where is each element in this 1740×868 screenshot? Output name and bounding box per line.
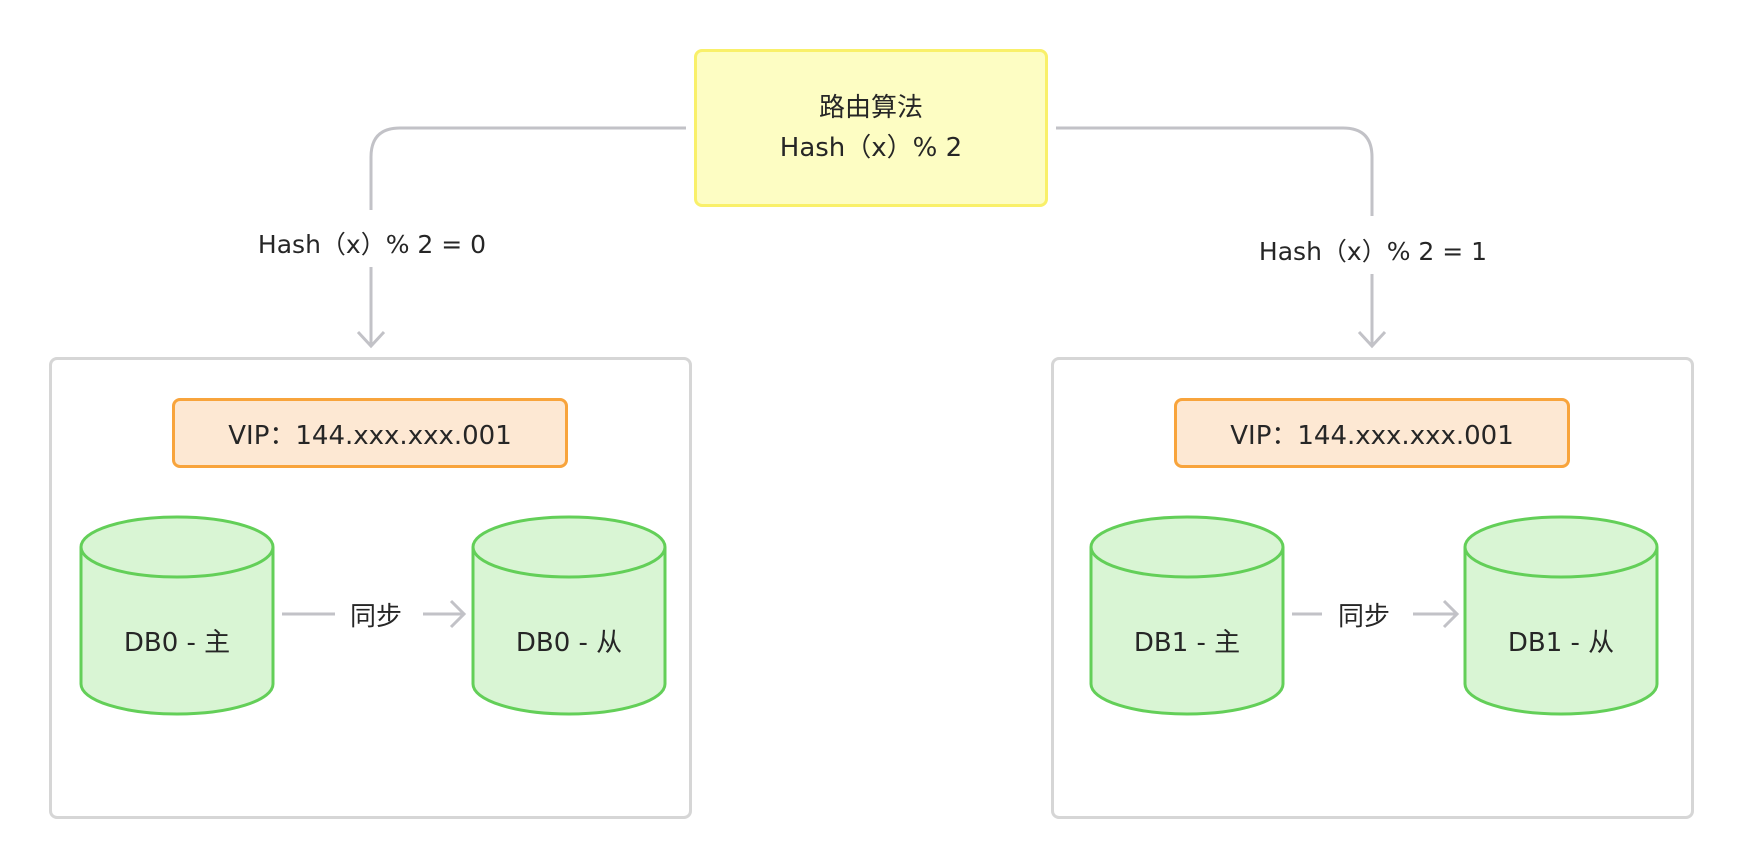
vip-box-0: VIP：144.xxx.xxx.001: [172, 398, 568, 468]
router-title: 路由算法: [818, 93, 923, 123]
database-cylinder-db0-slave: [471, 515, 667, 716]
db0-slave-label: DB0 - 从: [515, 628, 623, 658]
branch-label-right: Hash（x）% 2 = 1: [1258, 237, 1488, 266]
connector-right: [1056, 126, 1374, 346]
vip-box-1: VIP：144.xxx.xxx.001: [1174, 398, 1570, 468]
db1-master-label: DB1 - 主: [1133, 628, 1241, 658]
database-cylinder-db0-master: [79, 515, 275, 716]
db1-slave-label: DB1 - 从: [1507, 628, 1615, 658]
db0-master-label: DB0 - 主: [123, 628, 231, 658]
sync-label-1: 同步: [1338, 602, 1391, 632]
arrowhead-right-icon: [1357, 330, 1387, 349]
branch-label-left: Hash（x）% 2 = 0: [257, 230, 487, 259]
routing-algorithm-box: 路由算法 Hash（x）% 2: [694, 49, 1048, 207]
router-formula: Hash（x）% 2: [779, 133, 963, 163]
arrowhead-left-icon: [356, 330, 386, 349]
database-cylinder-db1-master: [1089, 515, 1285, 716]
sync-arrow-1-icon: [1442, 599, 1460, 629]
sync-arrow-0-icon: [449, 599, 467, 629]
vip-label-0: VIP：144.xxx.xxx.001: [228, 420, 512, 451]
sync-label-0: 同步: [350, 602, 403, 632]
database-cylinder-db1-slave: [1463, 515, 1659, 716]
connector-left: [369, 126, 686, 346]
vip-label-1: VIP：144.xxx.xxx.001: [1230, 420, 1514, 451]
